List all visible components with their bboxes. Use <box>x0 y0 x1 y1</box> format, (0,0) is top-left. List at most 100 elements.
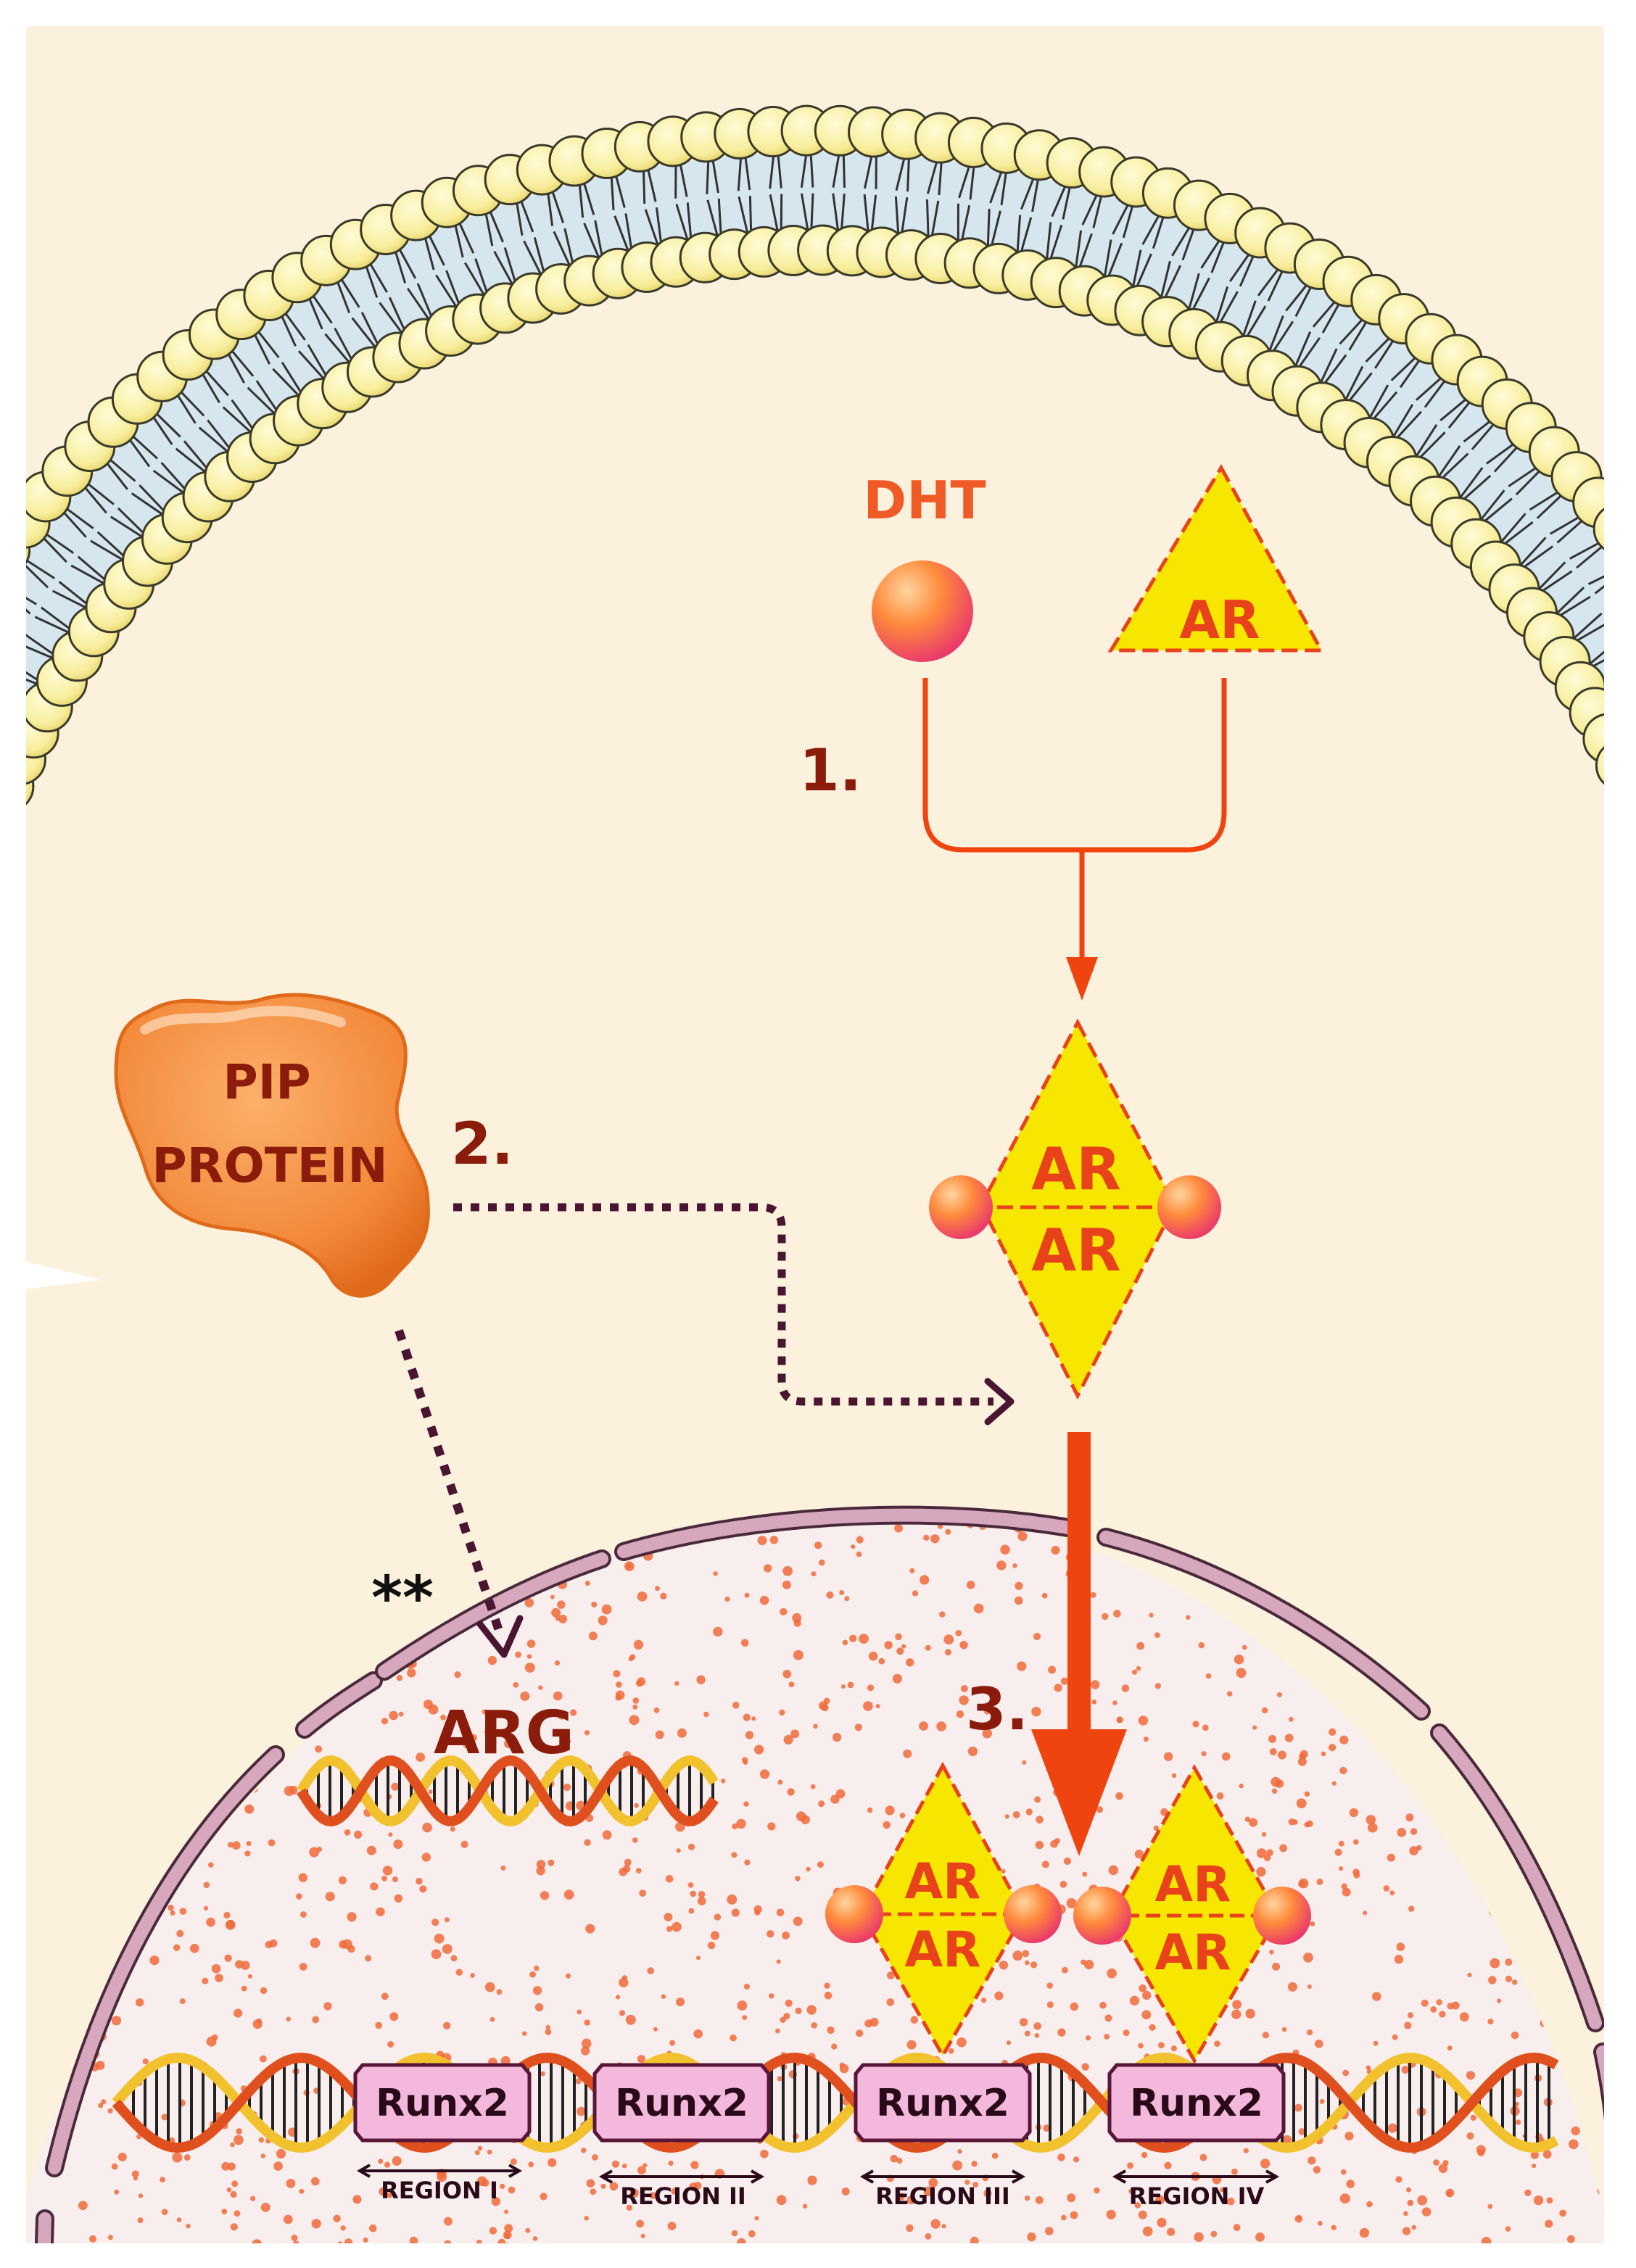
envelope-segment <box>48 1748 282 2174</box>
speckle <box>529 1971 536 1978</box>
lipid-tail <box>139 484 166 513</box>
runx2-site-2: Runx2 REGION II <box>592 2063 771 2210</box>
speckle <box>1000 1544 1010 1555</box>
runx2-box <box>854 2063 1032 2143</box>
speckle <box>1154 1683 1161 1689</box>
speckle <box>161 2209 168 2216</box>
speckle <box>1421 2207 1432 2217</box>
lipid-tail <box>1242 300 1257 336</box>
speckle <box>292 2240 300 2243</box>
lipid-tail <box>153 410 181 438</box>
speckle <box>633 1639 644 1650</box>
speckle <box>632 1697 640 1704</box>
speckle <box>299 1963 307 1971</box>
region-label: REGION II <box>620 2182 746 2210</box>
dht-bound-left <box>825 1885 883 1943</box>
speckle <box>1319 2098 1325 2104</box>
lipid-tail <box>1339 315 1366 345</box>
speckle <box>548 2158 557 2167</box>
speckle <box>885 1805 895 1816</box>
lipid-tail <box>1536 492 1565 519</box>
speckle <box>442 1944 453 1954</box>
speckle <box>760 2149 769 2159</box>
speckle <box>1261 1832 1267 1837</box>
lipid-tail <box>1228 250 1252 282</box>
speckle <box>450 1826 455 1832</box>
speckle <box>421 1853 431 1862</box>
speckle <box>1142 2226 1153 2237</box>
speckle <box>1277 1750 1286 1760</box>
speckle <box>1338 1840 1344 1847</box>
speckle <box>629 1715 640 1726</box>
speckle <box>1116 1716 1123 1723</box>
speckle <box>340 2225 346 2231</box>
lipid-tail <box>77 555 107 582</box>
binding-connector <box>922 678 1227 853</box>
speckle <box>1024 2030 1030 2037</box>
lipid-tail <box>1320 348 1338 383</box>
speckle <box>1339 1866 1344 1871</box>
speckle <box>1353 1872 1360 1879</box>
speckle <box>586 2179 595 2188</box>
speckle <box>1231 2009 1242 2019</box>
step-1-label: 1. <box>799 737 862 804</box>
speckle <box>1505 1958 1513 1966</box>
speckle <box>500 1865 506 1871</box>
speckle <box>536 1866 545 1876</box>
speckle <box>817 1861 824 1868</box>
lipid-tail <box>1135 253 1152 289</box>
speckle <box>1022 1950 1030 1958</box>
speckle <box>428 1704 439 1715</box>
lipid-tail <box>334 327 353 361</box>
speckle <box>344 2238 353 2243</box>
speckle <box>1034 1796 1041 1803</box>
speckle <box>1234 1654 1244 1665</box>
pip-label-line2: PROTEIN <box>152 1138 387 1193</box>
speckle <box>1227 2197 1235 2206</box>
speckle <box>1408 1905 1415 1912</box>
speckle <box>689 2182 698 2192</box>
speckle <box>236 2128 242 2135</box>
speckle <box>753 1905 762 1913</box>
speckle <box>788 1681 795 1688</box>
speckle <box>1559 2209 1567 2217</box>
speckle <box>740 1639 749 1647</box>
speckle <box>920 1575 930 1585</box>
speckle <box>830 1795 840 1804</box>
speckle <box>783 1734 793 1745</box>
speckle <box>1205 1673 1212 1679</box>
lipid-tail <box>1483 497 1513 523</box>
speckle <box>944 1649 951 1656</box>
speckle <box>1372 1992 1381 2001</box>
speckle <box>487 2149 492 2155</box>
lipid-tail <box>1437 445 1461 477</box>
speckle <box>310 1937 321 1948</box>
speckle <box>1066 1897 1077 1908</box>
lipid-tail <box>1020 217 1033 253</box>
speckle <box>584 1730 590 1736</box>
speckle <box>795 2007 802 2014</box>
runx2-label: Runx2 <box>615 2082 748 2125</box>
speckle <box>575 2078 582 2085</box>
speckle <box>1024 2195 1030 2201</box>
lipid-tail <box>351 317 376 348</box>
speckle <box>504 1739 513 1749</box>
speckle <box>1497 1998 1502 2003</box>
speckle <box>790 1729 800 1739</box>
lipid-tail <box>1463 418 1494 443</box>
lipid-tail <box>1399 356 1423 389</box>
speckle <box>959 1695 969 1705</box>
speckle <box>545 2029 552 2035</box>
ar-dimer-shape <box>859 1761 1026 2060</box>
speckle <box>736 1818 746 1829</box>
speckle <box>1104 2014 1112 2022</box>
speckle <box>1307 2156 1316 2165</box>
speckle <box>895 1633 902 1641</box>
speckle <box>231 1841 241 1850</box>
speckle <box>1439 2011 1446 2018</box>
speckle <box>260 1987 268 1995</box>
speckle <box>1025 1960 1030 1966</box>
speckle <box>952 2160 962 2171</box>
lipid-tail <box>748 195 753 233</box>
dimer-bottom-label: AR <box>1031 1217 1121 1284</box>
